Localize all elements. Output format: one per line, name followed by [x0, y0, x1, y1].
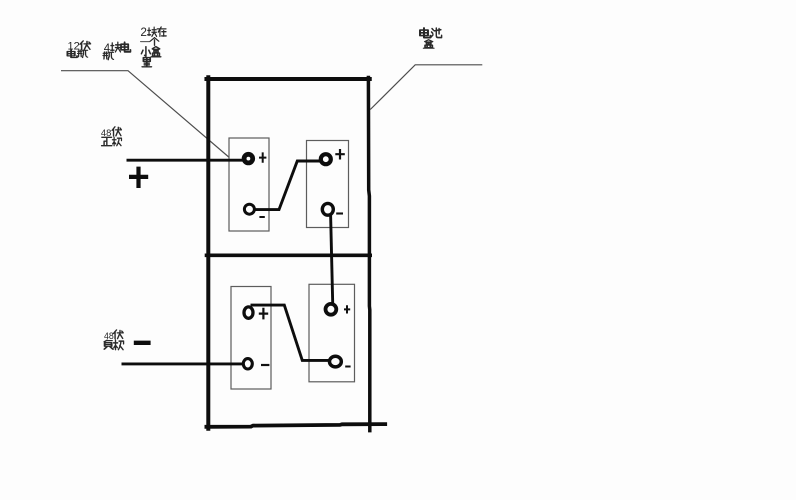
svg-text:2: 2	[140, 25, 147, 39]
svg-text:48: 48	[101, 127, 111, 138]
svg-text:4: 4	[104, 43, 111, 55]
svg-text:48: 48	[104, 331, 114, 341]
